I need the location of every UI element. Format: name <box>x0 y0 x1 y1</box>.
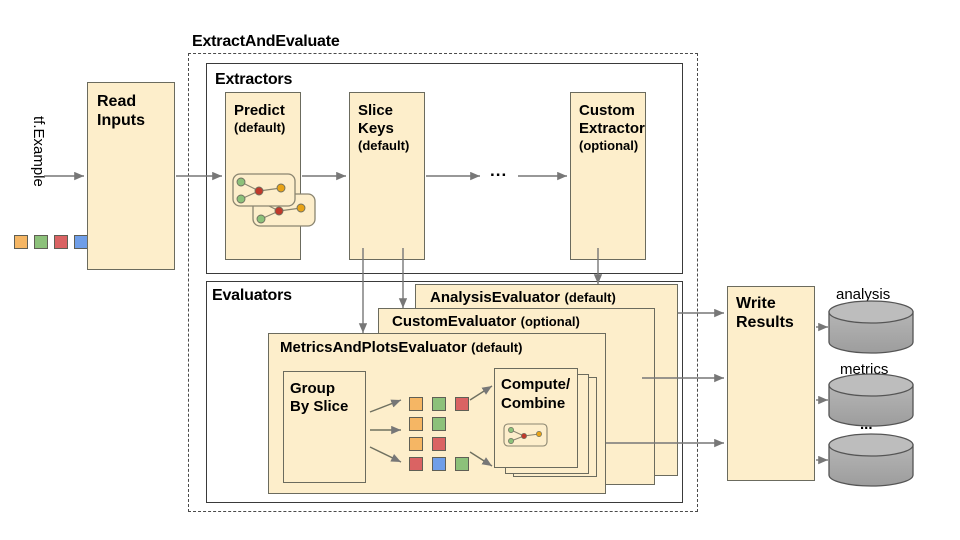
slice-swatch <box>409 437 423 451</box>
compute-combine-line2: Combine <box>501 395 566 412</box>
compute-combine-box[interactable]: Compute/ Combine <box>494 368 578 468</box>
compute-combine-graph-icon <box>503 423 548 447</box>
arrows-metrics-internal <box>369 385 493 467</box>
slice-swatch <box>409 397 423 411</box>
extractor-predict-name: Predict <box>234 102 285 119</box>
read-inputs-box[interactable]: Read Inputs <box>87 82 175 270</box>
write-results-box[interactable]: Write Results <box>727 286 815 481</box>
read-inputs-line1: Read <box>97 93 137 110</box>
group-by-slice-line2: By Slice <box>290 398 349 415</box>
extractor-slice-keys-name2: Keys <box>358 120 394 137</box>
custom-evaluator-title: CustomEvaluator (optional) <box>392 313 580 331</box>
extractors-label: Extractors <box>215 71 293 88</box>
evaluators-label: Evaluators <box>212 287 292 304</box>
compute-combine-line1: Compute/ <box>501 376 571 393</box>
group-by-slice-line1: Group <box>290 380 335 397</box>
read-inputs-line2: Inputs <box>97 112 145 129</box>
extractor-predict-qualifier: (default) <box>234 120 286 135</box>
extractor-custom-name2: Extractor <box>579 120 645 137</box>
analysis-evaluator-qualifier: (default) <box>564 290 616 305</box>
slice-swatch <box>455 457 469 471</box>
extractor-custom-name: Custom <box>579 102 635 119</box>
extract-and-evaluate-label: ExtractAndEvaluate <box>192 33 340 50</box>
analysis-evaluator-title: AnalysisEvaluator (default) <box>430 289 616 307</box>
output-cylinder-other <box>828 433 914 487</box>
slice-swatch <box>432 457 446 471</box>
metrics-and-plots-evaluator-name: MetricsAndPlotsEvaluator <box>280 339 467 356</box>
output-label-analysis: analysis <box>836 286 891 303</box>
slice-swatch <box>432 437 446 451</box>
extractor-slice-keys-name: Slice <box>358 102 394 119</box>
metrics-and-plots-evaluator-title: MetricsAndPlotsEvaluator (default) <box>280 339 522 357</box>
analysis-evaluator-name: AnalysisEvaluator <box>430 289 561 306</box>
slice-swatch <box>432 397 446 411</box>
custom-evaluator-qualifier: (optional) <box>520 314 580 329</box>
custom-evaluator-name: CustomEvaluator <box>392 313 517 330</box>
slice-swatch <box>409 457 423 471</box>
arrows-main <box>44 171 828 465</box>
write-results-line1: Write <box>736 295 776 312</box>
write-results-line2: Results <box>736 314 794 331</box>
predict-graph-icon <box>232 173 316 227</box>
extractor-custom-qualifier: (optional) <box>579 138 639 153</box>
output-cylinder-analysis <box>828 300 914 354</box>
metrics-and-plots-evaluator-qualifier: (default) <box>471 340 523 355</box>
extractor-custom-box[interactable]: Custom Extractor (optional) <box>570 92 646 260</box>
slice-swatch <box>409 417 423 431</box>
swatch-orange <box>14 235 28 249</box>
extract-and-evaluate-container <box>188 53 698 512</box>
extractors-ellipsis: ... <box>490 161 508 180</box>
extractor-slice-keys-qualifier: (default) <box>358 138 410 153</box>
output-cylinder-metrics <box>828 373 914 427</box>
swatch-red <box>54 235 68 249</box>
extractor-slice-keys-box[interactable]: Slice Keys (default) <box>349 92 425 260</box>
group-by-slice-box[interactable]: Group By Slice <box>283 371 366 483</box>
slice-swatch <box>455 397 469 411</box>
swatch-green <box>34 235 48 249</box>
slice-swatch <box>432 417 446 431</box>
